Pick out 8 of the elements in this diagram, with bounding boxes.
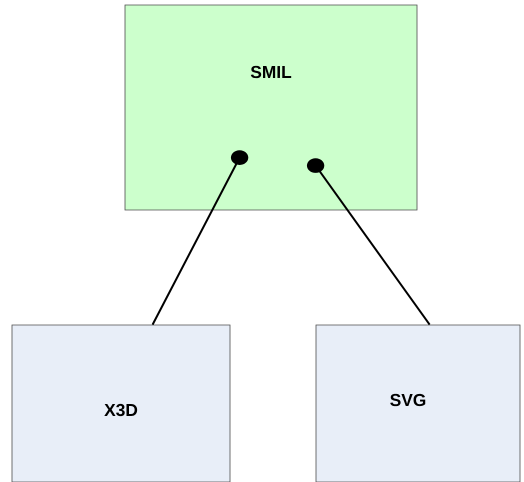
box bbox=[124, 4, 418, 210]
box-label: X3D bbox=[104, 404, 138, 416]
box-label: SVG bbox=[390, 394, 426, 406]
box bbox=[12, 324, 230, 482]
connector bbox=[152, 150, 248, 326]
box-label: SMIL bbox=[250, 66, 292, 78]
connector bbox=[306, 158, 430, 326]
box bbox=[316, 324, 520, 482]
